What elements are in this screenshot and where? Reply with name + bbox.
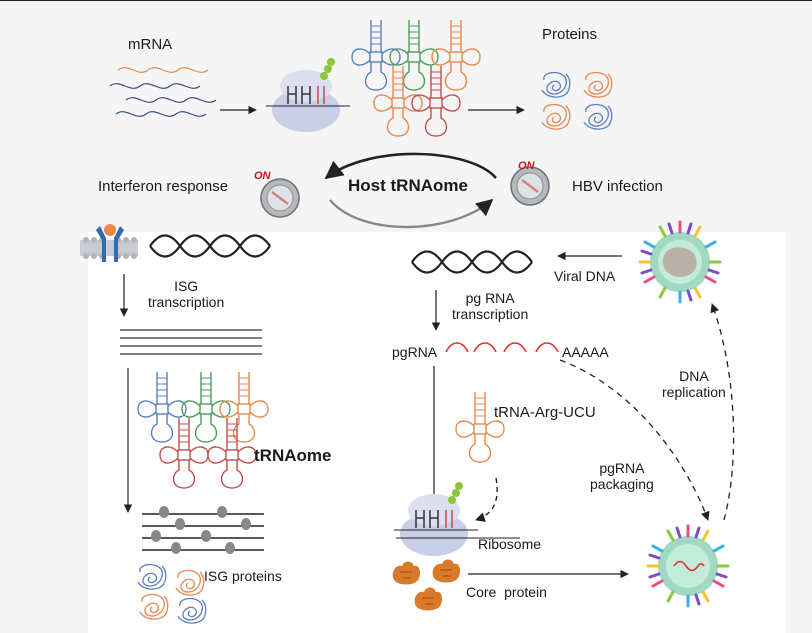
pg-rna-transcription-label: pg RNA transcription (452, 290, 529, 323)
mrna-strands (109, 67, 217, 117)
top-border-line (0, 0, 812, 1)
hbv-virion-icon (638, 220, 722, 304)
poly-a-tail-label: AAAAA (562, 344, 609, 360)
isg-proteins-label: ISG proteins (204, 568, 282, 584)
trna-red-icon-left (159, 417, 209, 489)
cycle-arrow-bottom (329, 198, 494, 229)
pgrna-wave (445, 342, 559, 353)
viral-dna-label: Viral DNA (554, 268, 616, 284)
interferon-switch-icon (259, 177, 301, 219)
viral-dna-helix (410, 250, 534, 274)
protein-icon-4 (583, 103, 613, 130)
isg-transcription-label: ISG transcription (148, 278, 225, 311)
hbv-switch-icon (509, 165, 551, 207)
trna-arg-ucu-icon (455, 391, 505, 463)
protein-icon-1 (541, 71, 571, 98)
proteins-label: Proteins (542, 26, 598, 43)
trna-red-icon (411, 65, 461, 137)
protein-icon-2 (583, 71, 613, 98)
cycle-arrow-top (324, 152, 497, 180)
isg-protein-icon-1 (137, 563, 167, 590)
host-trnaome-label: Host tRNAome (348, 176, 468, 195)
left-margin-background (0, 232, 88, 633)
isg-protein-icon-2 (175, 569, 205, 596)
core-protein-icon-2 (432, 558, 461, 584)
trna-to-ribosome-arrow (475, 477, 498, 522)
trna-orange-icon (431, 19, 481, 91)
protein-icon-3 (541, 103, 571, 130)
isg-polysome-icon (142, 506, 264, 554)
pgrna-label: pgRNA (392, 344, 438, 360)
trnaome-label: tRNAome (254, 446, 332, 465)
isg-protein-icon-3 (139, 593, 169, 620)
hbv-infection-label: HBV infection (572, 178, 663, 195)
hbv-capsid-icon (646, 524, 730, 608)
isg-dna-helix (148, 234, 272, 258)
ribosome-icon-right (393, 481, 479, 557)
interferon-receptor-icon (80, 224, 138, 262)
ribosome-icon-top (265, 57, 351, 133)
right-margin-background (786, 232, 812, 633)
interferon-response-label: Interferon response (98, 178, 229, 195)
isg-mrna-lines (120, 329, 262, 355)
mrna-label: mRNA (128, 36, 173, 53)
trna-orange-icon-2 (373, 65, 423, 137)
pgrna-packaging-label: pgRNA packaging (590, 460, 654, 493)
interferon-on-badge: ON (254, 170, 271, 182)
core-protein-icon-1 (392, 560, 421, 586)
core-protein-icon-3 (414, 586, 443, 612)
isg-protein-icon-4 (177, 597, 207, 624)
ribosome-label: Ribosome (478, 536, 542, 552)
pgrna-packaging-arrow (559, 359, 710, 521)
core-protein-label: Core protein (466, 584, 547, 600)
dna-replication-arrow (710, 303, 735, 521)
trna-arg-ucu-label: tRNA-Arg-UCU (494, 404, 596, 421)
hbv-on-badge: ON (518, 160, 535, 172)
dna-replication-label: DNA replication (662, 368, 726, 401)
